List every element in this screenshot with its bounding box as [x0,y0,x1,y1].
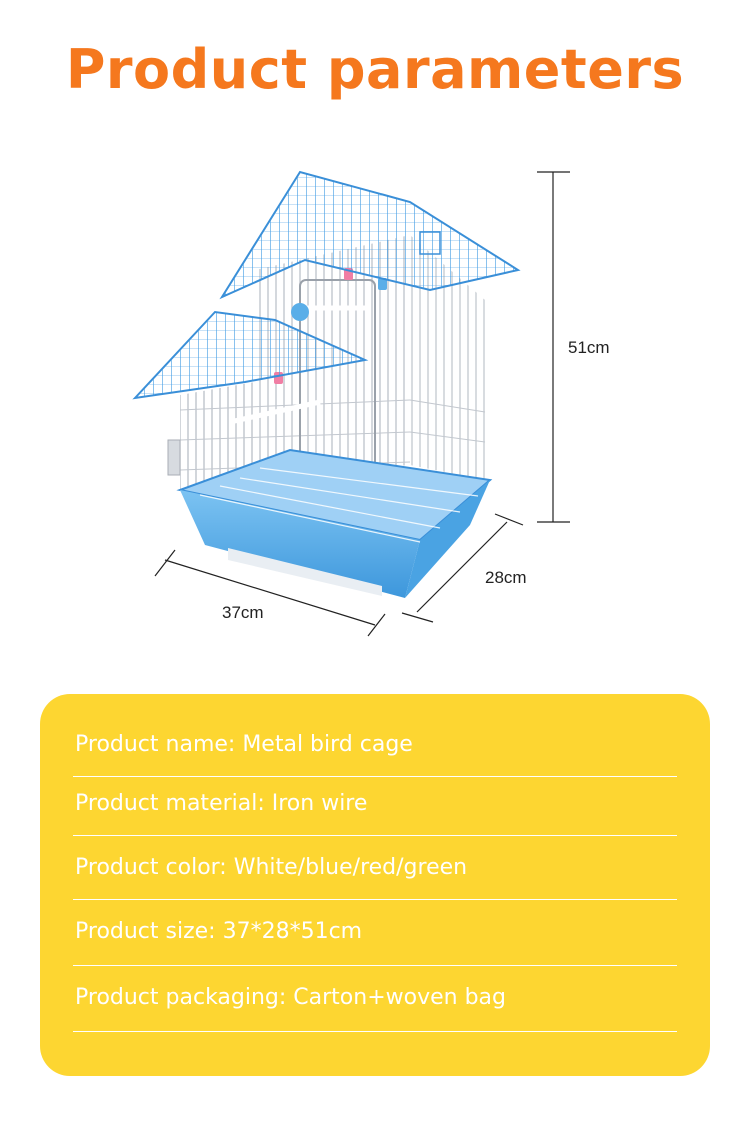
product-figure: 51cm 28cm 37cm [0,150,750,650]
cage-roof [132,170,521,400]
spec-text: Product material: Iron wire [75,791,368,816]
spec-row-size: Product size: 37*28*51cm [73,917,677,966]
spec-row-material: Product material: Iron wire [73,789,677,836]
spec-card: Product name: Metal bird cage Product ma… [40,694,710,1076]
spec-row-packaging: Product packaging: Carton+woven bag [73,983,677,1032]
cage-tray [176,448,493,598]
spec-text: Product packaging: Carton+woven bag [75,985,506,1010]
spec-text: Product size: 37*28*51cm [75,919,363,944]
page-title: Product parameters [65,38,685,101]
spec-text: Product color: White/blue/red/green [75,855,468,880]
bird-cage-illustration [132,170,570,637]
depth-label: 28cm [485,568,527,587]
spec-text: Product name: Metal bird cage [75,732,413,757]
dimension-lines [154,171,570,637]
spec-row-name: Product name: Metal bird cage [73,730,677,777]
spec-row-color: Product color: White/blue/red/green [73,853,677,900]
height-label: 51cm [568,338,610,357]
width-label: 37cm [222,603,264,622]
